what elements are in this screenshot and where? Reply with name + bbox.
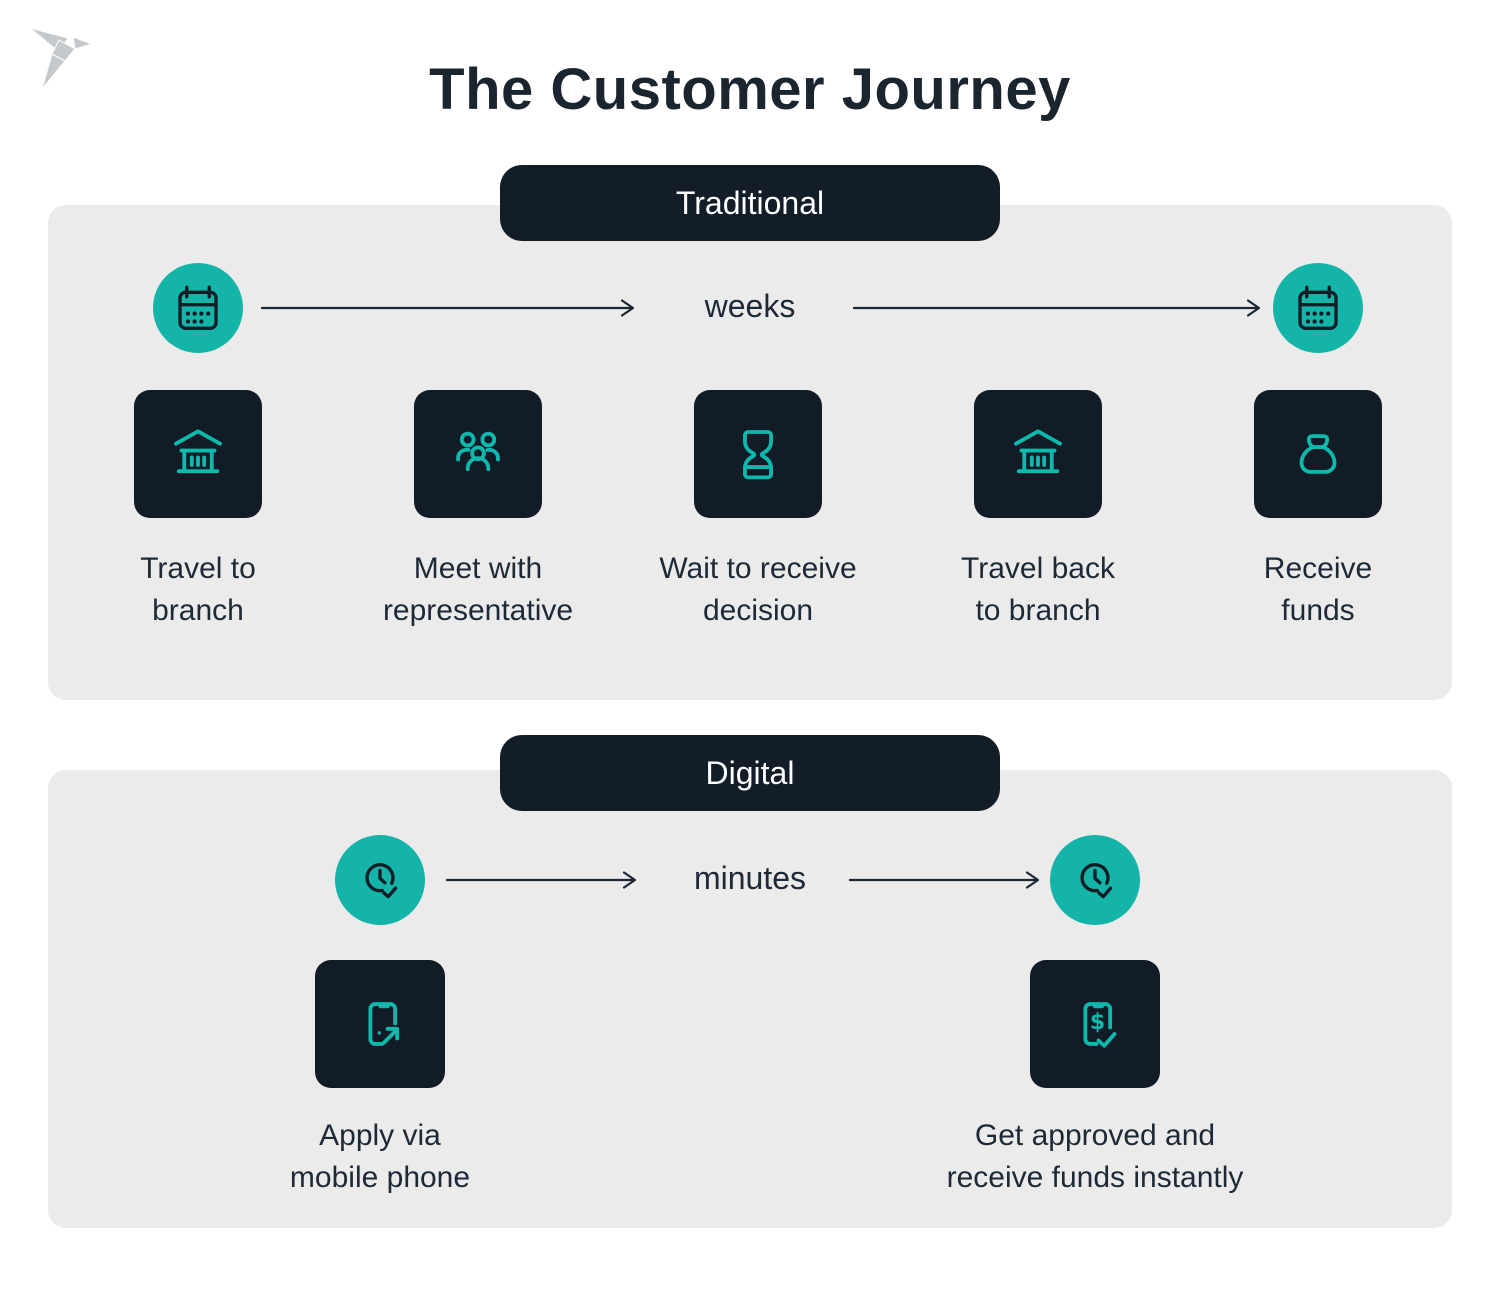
page-title: The Customer Journey bbox=[429, 57, 1071, 122]
duration-label: weeks bbox=[704, 288, 796, 324]
bank-branch-icon bbox=[1014, 429, 1062, 474]
duration-label: minutes bbox=[693, 860, 807, 896]
timeline-end-circle bbox=[1273, 263, 1363, 353]
section-badge-traditional: Traditional bbox=[500, 165, 1000, 241]
step-tile bbox=[974, 390, 1102, 518]
calendar-icon bbox=[1298, 285, 1338, 330]
clock-check-icon bbox=[1080, 863, 1113, 899]
section-badge-digital: Digital bbox=[500, 735, 1000, 811]
section-badge-label: Traditional bbox=[675, 184, 825, 221]
step-label: Travel to branch bbox=[140, 552, 256, 627]
phone-apply-icon bbox=[368, 1002, 400, 1046]
step-tile bbox=[414, 390, 542, 518]
bank-branch-icon bbox=[174, 429, 222, 474]
arrow-right bbox=[260, 299, 635, 317]
timeline-start-circle bbox=[335, 835, 425, 925]
arrow-right bbox=[445, 871, 637, 889]
timeline-end-circle bbox=[1050, 835, 1140, 925]
step-label: Meet with representative bbox=[382, 552, 574, 627]
origami-bird-logo bbox=[29, 27, 94, 90]
step-label: Apply via mobile phone bbox=[289, 1119, 471, 1194]
step-label: Travel back to branch bbox=[961, 552, 1115, 627]
arrow-right bbox=[852, 299, 1261, 317]
step-tile bbox=[315, 960, 445, 1088]
money-bag-icon bbox=[1299, 434, 1337, 474]
step-label: Get approved and receive funds instantly bbox=[946, 1119, 1244, 1194]
digital-panel bbox=[48, 770, 1452, 1228]
step-tile bbox=[694, 390, 822, 518]
step-tile: $ bbox=[1030, 960, 1160, 1088]
phone-approved-icon: $ bbox=[1083, 1002, 1117, 1048]
section-badge-label: Digital bbox=[705, 754, 795, 791]
arrow-right bbox=[848, 871, 1040, 889]
svg-text:$: $ bbox=[1090, 1010, 1105, 1035]
calendar-icon bbox=[178, 285, 218, 330]
hourglass-icon bbox=[743, 430, 773, 480]
step-label: Wait to receive decision bbox=[659, 552, 857, 627]
step-label: Receive funds bbox=[1263, 552, 1373, 627]
step-tile bbox=[1254, 390, 1382, 518]
people-group-icon bbox=[456, 431, 500, 472]
timeline-start-circle bbox=[153, 263, 243, 353]
step-tile bbox=[134, 390, 262, 518]
clock-check-icon bbox=[365, 863, 398, 899]
